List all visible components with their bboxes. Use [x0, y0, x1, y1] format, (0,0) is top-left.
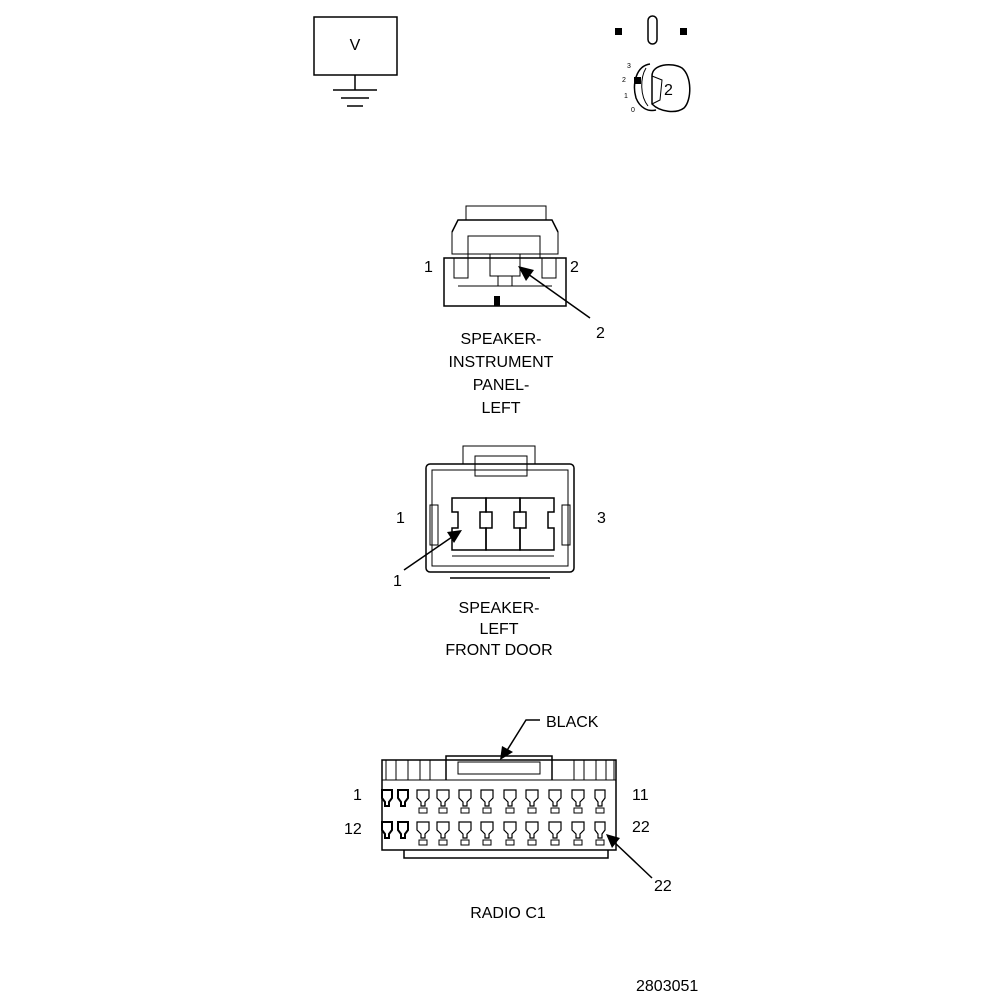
ip-title-line-3: PANEL- [473, 377, 530, 394]
svg-text:0: 0 [631, 107, 635, 114]
radio-cavity [571, 789, 585, 814]
door-title-line-1: SPEAKER- [459, 600, 540, 617]
ip-title-line-1: SPEAKER- [461, 331, 542, 348]
radio-cavity [458, 789, 472, 814]
radio-cavity [381, 821, 393, 839]
radio-cavity [594, 789, 606, 814]
radio-color-label: BLACK [546, 714, 599, 731]
radio-cavity [416, 821, 430, 846]
radio-cavity [548, 821, 562, 846]
voltmeter-symbol: V [313, 16, 398, 107]
radio-black-callout [500, 719, 540, 760]
radio-cavity [503, 821, 517, 846]
figure-number: 2803051 [636, 978, 698, 995]
radio-cavity [548, 789, 562, 814]
radio-cavity [480, 821, 494, 846]
voltmeter-label: V [350, 37, 361, 54]
radio-cavity [397, 821, 409, 839]
radio-pin-11-label: 11 [632, 787, 649, 804]
radio-cavity [594, 821, 606, 846]
radio-cavity [436, 821, 450, 846]
ip-speaker-connector: 1 2 2 SPEAKER- INSTRUMENT PANEL- LEFT [424, 205, 605, 417]
radio-cavities [381, 789, 606, 846]
radio-cavity [381, 789, 393, 807]
ip-pin-1-label: 1 [424, 259, 433, 276]
radio-cavity [397, 789, 409, 807]
radio-callout-arrow [606, 834, 653, 879]
radio-cavity [503, 789, 517, 814]
radio-pin-22-label: 22 [632, 819, 650, 836]
radio-callout-label: 22 [654, 878, 672, 895]
ground-icon [333, 89, 377, 107]
door-cavities [451, 497, 555, 557]
radio-cavity [525, 821, 539, 846]
ip-title-line-4: LEFT [481, 400, 520, 417]
door-callout-arrow [403, 530, 462, 571]
radio-cavity [436, 789, 450, 814]
door-title-line-2: LEFT [479, 621, 518, 638]
svg-text:2: 2 [622, 77, 626, 84]
radio-pin-1-label: 1 [353, 787, 362, 804]
ignition-key-icon: 3 2 1 0 2 [615, 15, 691, 114]
svg-text:3: 3 [627, 63, 631, 70]
ip-callout-arrow [518, 266, 591, 319]
door-pin-3-label: 3 [597, 510, 606, 527]
door-callout-label: 1 [393, 573, 402, 590]
radio-cavity [571, 821, 585, 846]
ignition-position-label: 2 [664, 82, 673, 99]
radio-cavity [416, 789, 430, 814]
door-pin-1-label: 1 [396, 510, 405, 527]
radio-cavity [525, 789, 539, 814]
ip-callout-label: 2 [596, 325, 605, 342]
svg-text:1: 1 [624, 93, 628, 100]
door-speaker-connector: 1 3 1 SPEAKER- LEFT FRONT DOOR [393, 445, 606, 659]
radio-cavity [458, 821, 472, 846]
radio-title: RADIO C1 [470, 905, 546, 922]
door-title-line-3: FRONT DOOR [445, 642, 552, 659]
radio-pin-12-label: 12 [344, 821, 362, 838]
ip-pin-2-label: 2 [570, 259, 579, 276]
radio-connector: BLACK 1 11 12 22 22 RADIO C1 [344, 714, 672, 922]
radio-cavity [480, 789, 494, 814]
ip-title-line-2: INSTRUMENT [449, 354, 554, 371]
